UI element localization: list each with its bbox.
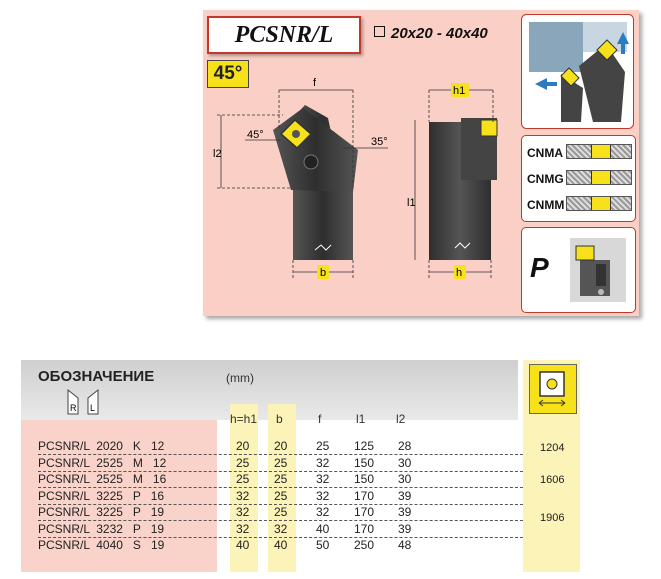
table-cell-f: 32 xyxy=(316,472,330,486)
dim-b-label: b xyxy=(320,267,326,279)
table-cell-l2: 30 xyxy=(398,455,412,470)
hand-rl-icon: R L xyxy=(67,388,99,415)
row-divider xyxy=(38,470,528,472)
table-cell-l1: 170 xyxy=(354,488,375,503)
insert-profile-cnma-icon xyxy=(566,144,632,159)
row-divider xyxy=(38,454,528,455)
table-cell-b: 25 xyxy=(274,455,288,470)
approach-angle-badge: 45° xyxy=(207,60,249,88)
designation-header: ОБОЗНАЧЕНИЕ xyxy=(38,368,155,385)
col-head-l1: l1 xyxy=(356,412,366,426)
table-cell-h: 20 xyxy=(236,439,250,453)
table-cell-b: 20 xyxy=(274,439,288,453)
product-title: PCSNR/L xyxy=(207,16,361,54)
table-cell-l2: 39 xyxy=(398,521,412,536)
table-cell-l1: 150 xyxy=(354,455,375,470)
table-row-designation: PCSNR/L 2525 M 12 xyxy=(38,455,167,470)
insert-code-1: 1204 xyxy=(540,442,565,454)
hand-left-label: L xyxy=(90,403,95,413)
table-cell-f: 32 xyxy=(316,455,330,470)
table-cell-l1: 170 xyxy=(354,521,375,536)
table-row-designation: PCSNR/L 3225 P 16 xyxy=(38,488,165,503)
dim-h-label: h xyxy=(456,267,462,279)
table-row-designation: PCSNR/L 2525 M 16 xyxy=(38,472,167,486)
table-cell-l1: 170 xyxy=(354,505,375,519)
table-row-designation: PCSNR/L 2020 K 12 xyxy=(38,439,165,453)
machining-direction-illustration xyxy=(521,14,634,129)
table-row-designation: PCSNR/L 3225 P 19 xyxy=(38,505,165,519)
size-range-text: 20x20 - 40x40 xyxy=(391,25,488,42)
angle-35-label: 35° xyxy=(371,136,388,148)
table-cell-f: 32 xyxy=(316,505,330,519)
hand-right-label: R xyxy=(70,403,77,413)
table-cell-b: 25 xyxy=(274,488,288,503)
designation-column xyxy=(21,420,217,572)
table-cell-h: 32 xyxy=(236,488,250,503)
insert-type-cnmg: CNMG xyxy=(527,172,564,186)
table-cell-l2: 30 xyxy=(398,472,412,486)
clamping-system-label: P xyxy=(530,252,549,283)
feed-up-arrow-icon xyxy=(617,32,629,54)
insert-profile-cnmm-icon xyxy=(566,196,632,211)
dim-h1-label: h1 xyxy=(453,85,465,97)
row-divider xyxy=(38,520,528,521)
h-column-highlight xyxy=(230,404,258,572)
table-cell-f: 32 xyxy=(316,488,330,503)
insert-side xyxy=(480,119,498,137)
table-cell-f: 50 xyxy=(316,538,330,552)
table-cell-b: 32 xyxy=(274,521,288,536)
row-divider xyxy=(38,536,528,538)
insert-profile-cnmg-icon xyxy=(566,170,632,185)
lever-clamp-icon xyxy=(570,238,626,302)
dim-l2-label: l2 xyxy=(213,148,222,160)
row-divider xyxy=(38,487,528,488)
table-cell-h: 32 xyxy=(236,521,250,536)
row-divider xyxy=(38,503,528,505)
table-cell-l2: 39 xyxy=(398,505,412,519)
insert-code-3: 1906 xyxy=(540,512,565,524)
dim-l1-label: l1 xyxy=(407,197,416,209)
size-range: 20x20 - 40x40 xyxy=(374,25,488,42)
col-head-b: b xyxy=(276,412,283,426)
angle-45-label: 45° xyxy=(247,129,264,141)
square-shank-icon xyxy=(374,26,385,37)
table-row-designation: PCSNR/L 3232 P 19 xyxy=(38,521,165,536)
col-head-f: f xyxy=(318,412,322,426)
square-insert-icon xyxy=(538,371,566,407)
table-cell-l2: 39 xyxy=(398,488,412,503)
table-cell-f: 25 xyxy=(316,439,330,453)
table-cell-b: 40 xyxy=(274,538,288,552)
table-cell-h: 25 xyxy=(236,472,250,486)
table-cell-l2: 28 xyxy=(398,439,412,453)
table-cell-l2: 48 xyxy=(398,538,412,552)
feed-left-arrow-icon xyxy=(535,78,557,90)
b-column-highlight xyxy=(268,404,296,572)
table-cell-b: 25 xyxy=(274,472,288,486)
insert-type-cnma: CNMA xyxy=(527,146,563,160)
insert-code-2: 1606 xyxy=(540,474,565,486)
col-head-l2: l2 xyxy=(396,412,406,426)
table-cell-h: 25 xyxy=(236,455,250,470)
table-cell-h: 40 xyxy=(236,538,250,552)
dim-f-label: f xyxy=(313,77,317,89)
table-cell-l1: 250 xyxy=(354,538,375,552)
unit-label: (mm) xyxy=(226,371,254,385)
insert-type-cnmm: CNMM xyxy=(527,198,565,212)
table-cell-l1: 125 xyxy=(354,439,375,453)
tool-head-front xyxy=(273,108,358,192)
table-cell-f: 40 xyxy=(316,521,330,536)
table-row-designation: PCSNR/L 4040 S 19 xyxy=(38,538,165,552)
tool-drawing: f l2 45° 35° b h1 l1 h xyxy=(213,77,498,279)
table-cell-b: 25 xyxy=(274,505,288,519)
table-cell-l1: 150 xyxy=(354,472,375,486)
col-head-h: h=h1 xyxy=(230,412,258,426)
table-cell-h: 32 xyxy=(236,505,250,519)
